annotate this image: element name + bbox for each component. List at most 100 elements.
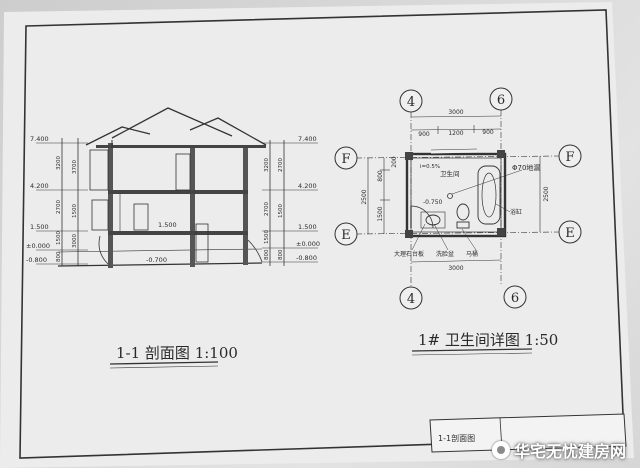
dim-label: 800 [377, 170, 384, 182]
bathtub [477, 165, 501, 225]
roof-right [189, 117, 267, 146]
axis-label: F [565, 150, 574, 165]
slab-roof [96, 145, 266, 148]
dim-label: 3200 [56, 156, 62, 170]
slab-2f [108, 190, 248, 194]
elevation-label: 7.400 [30, 135, 49, 143]
elevation-label: 4.200 [298, 182, 317, 190]
section-elevation-labels-right: 7.400 4.200 1.500 ±0.000 -0.800 [296, 135, 320, 262]
wechat-icon [491, 441, 510, 459]
axis-bubble-F-right [558, 144, 582, 168]
axis-label: E [565, 226, 575, 241]
door-lower [195, 223, 209, 263]
section-dims-left: 3200 2700 1500 800 3700 1500 3000 [56, 156, 78, 262]
dim-label: 200 [391, 156, 398, 168]
wall-middle [190, 147, 195, 267]
dim-label: 3200 [264, 158, 270, 172]
toilet-label: 马桶 [466, 250, 478, 258]
slab-1f [108, 231, 248, 235]
axis-line-F [355, 155, 561, 159]
column-corner [405, 152, 413, 160]
door-upper [175, 153, 191, 191]
axis-bubble-4-top [399, 89, 423, 113]
interior-level-label: -0.700 [146, 256, 167, 264]
axis-bubble-6-top [489, 87, 513, 111]
axis-label: 6 [497, 93, 505, 108]
elevation-label: -0.800 [26, 256, 47, 264]
room-label: 卫生间 [440, 169, 460, 178]
bathroom-labels: 卫生间 i=0.5% Φ70地漏 -0.750 浴缸 大理石台板 洗脸盆 马桶 [394, 163, 540, 258]
door-mid [133, 203, 149, 231]
dim-label: 800 [264, 249, 270, 260]
dim-label: 800 [56, 251, 62, 262]
slope-label: i=0.5% [420, 164, 440, 170]
elevation-label: -0.800 [296, 254, 317, 262]
basin-label: 洗脸盆 [436, 250, 454, 258]
floor-drain [447, 193, 453, 199]
axis-bubble-4-bottom [399, 286, 423, 310]
dim-label: 3000 [448, 109, 463, 116]
axis-label: 6 [511, 291, 519, 306]
section-dims-right: 3200 2700 1500 800 2700 1500 800 [264, 158, 284, 260]
elevation-label: ±0.000 [26, 242, 50, 250]
axis-bubble-6-bottom [503, 285, 527, 309]
title-block [429, 413, 627, 453]
elevation-label: 4.200 [30, 182, 49, 190]
axis-label: E [341, 228, 351, 243]
watermark: 华宅无忧建房网 [491, 438, 626, 462]
roof-left [85, 126, 151, 146]
wall-left [108, 143, 113, 268]
axis-label: F [341, 152, 350, 167]
dim-label: 2700 [278, 158, 284, 172]
dim-label: 2500 [543, 186, 550, 201]
bathroom-dims: 3000 900 1200 900 3000 2500 800 1500 200… [361, 109, 550, 272]
dim-label: 900 [418, 131, 430, 138]
floor-drain-label: Φ70地漏 [512, 163, 540, 172]
dim-label: 2700 [264, 202, 270, 216]
wall-right [243, 145, 248, 265]
dim-label: 3700 [72, 160, 78, 174]
axis-bubble-E-left [334, 222, 358, 246]
column-corner [405, 230, 413, 238]
section-1-1 [36, 107, 318, 268]
counter-label: 大理石台板 [394, 250, 424, 258]
elevation-label: 1.500 [298, 223, 317, 231]
bathroom-walls [405, 152, 507, 238]
elevation-label: ±0.000 [296, 240, 320, 248]
dim-label: 1500 [56, 231, 62, 245]
dim-label: 1500 [72, 204, 78, 218]
section-title: 1-1 剖面图 1:100 [116, 344, 238, 362]
axis-bubble-F-left [334, 146, 358, 170]
axis-bubble-labels: 4 6 4 6 F F E E [341, 93, 575, 307]
level-label: -0.750 [423, 199, 443, 206]
elevation-label: 1.500 [30, 223, 49, 231]
dim-label: 3000 [448, 265, 463, 272]
dim-label: 1200 [448, 130, 463, 137]
ground-line [57, 262, 263, 267]
dim-label: 3000 [72, 234, 78, 248]
window-left [89, 149, 109, 191]
wash-basin [425, 214, 441, 226]
dim-label: 2500 [361, 189, 368, 204]
title-block-text: 1-1剖面图 [438, 433, 475, 443]
dim-label: 2700 [56, 200, 62, 214]
interior-level-label: 1.500 [158, 221, 177, 229]
toilet [456, 203, 470, 221]
elevation-label: 7.400 [298, 135, 317, 143]
axis-bubble-E-right [558, 220, 582, 244]
dim-label: 1500 [278, 204, 284, 218]
watermark-text: 华宅无忧建房网 [513, 442, 626, 461]
dim-label: 900 [482, 129, 494, 136]
axis-bubbles [334, 87, 582, 310]
column-corner [497, 150, 505, 158]
bathroom-detail [355, 110, 561, 288]
axis-line-E [355, 231, 561, 235]
step-curve [247, 239, 263, 263]
dim-label: 800 [278, 249, 284, 260]
axis-label: 4 [407, 292, 415, 307]
dim-label: 1500 [264, 230, 270, 244]
roof-main [111, 107, 233, 139]
